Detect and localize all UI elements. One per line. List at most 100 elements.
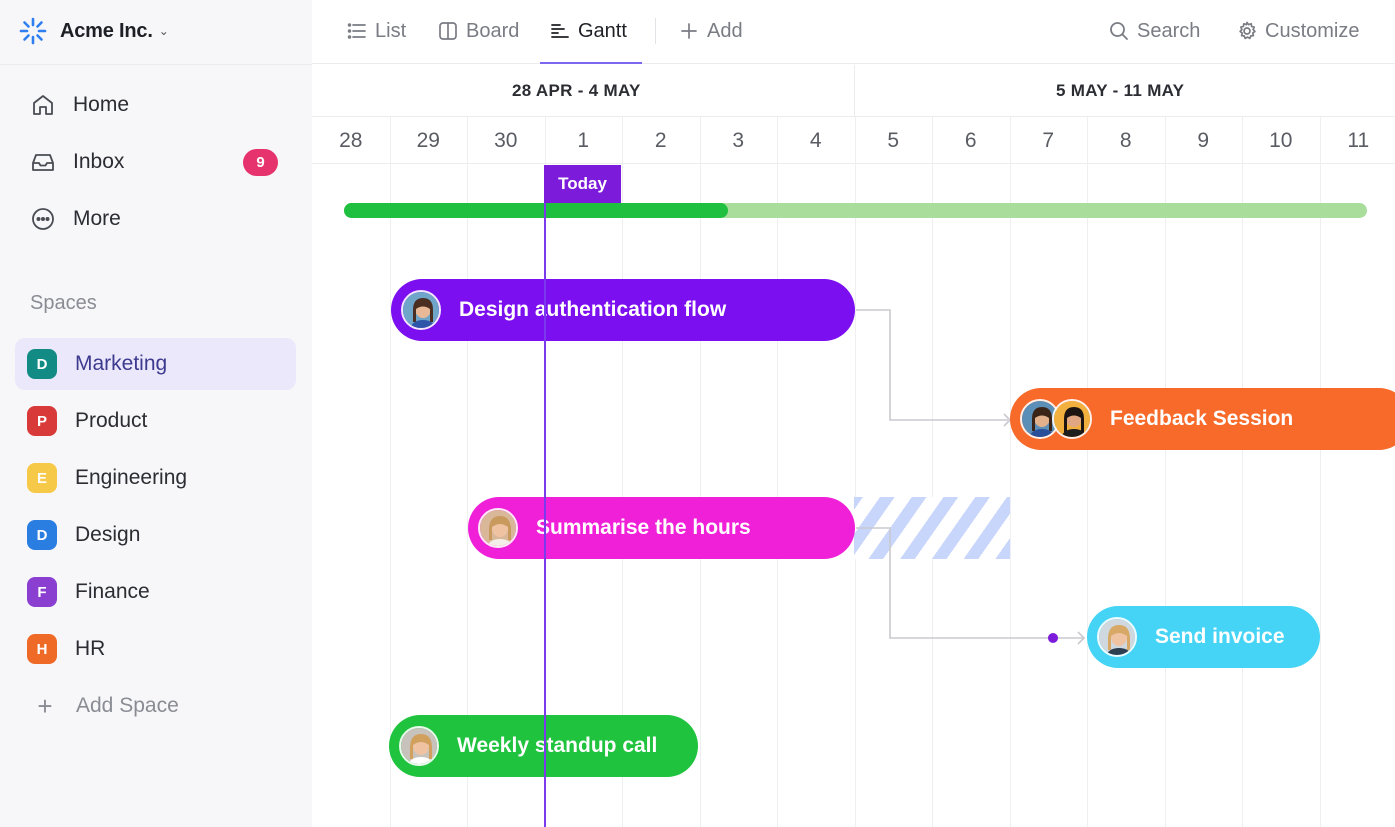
assignees [478,508,518,548]
avatar [401,290,441,330]
tab-separator [655,18,656,44]
space-label: Product [75,409,148,432]
avatar [1097,617,1137,657]
task-label: Weekly standup call [457,734,658,757]
add-space-button[interactable]: + Add Space [30,688,179,724]
day-grid-line [1319,117,1321,827]
avatar [1020,399,1060,439]
spaces-heading: Spaces [30,292,97,314]
home-icon [33,95,53,115]
day-cell: 10 [1269,128,1293,152]
task-bar[interactable]: Feedback Session [1010,388,1395,450]
day-grid-line [467,117,468,827]
day-cell: 30 [494,128,518,152]
space-item-finance[interactable]: F Finance [15,566,296,618]
search-label: Search [1137,19,1201,42]
day-cell: 8 [1119,128,1132,152]
sidebar-divider [0,64,312,65]
tab-board[interactable]: Board [437,16,519,46]
day-cell: 3 [732,128,745,152]
space-avatar: D [27,520,57,550]
task-bar[interactable]: Design authentication flow [391,279,855,341]
day-grid-line [932,117,933,827]
day-cell: 2 [654,128,667,152]
space-avatar: P [27,406,57,436]
add-view-label: Add [707,19,743,42]
nav-home-label: Home [73,93,130,116]
tab-gantt[interactable]: Gantt [549,16,627,46]
task-bar[interactable]: Send invoice [1087,606,1320,668]
assignees [1097,617,1137,657]
progress-fill [344,203,728,218]
day-grid-line [622,117,623,827]
space-avatar: H [27,634,57,664]
customize-button[interactable]: Customize [1236,16,1359,46]
space-label: Design [75,523,141,546]
dependency-dot [1048,633,1058,643]
day-cell: 1 [577,128,590,152]
space-item-marketing[interactable]: D Marketing [15,338,296,390]
tab-list[interactable]: List [346,16,406,46]
week-header: 28 APR - 4 MAY 5 MAY - 11 MAY [312,65,1395,117]
inbox-icon [32,154,54,171]
add-space-label: Add Space [76,694,179,717]
chevron-down-icon: ⌄ [158,24,169,38]
space-avatar: D [27,349,57,379]
gear-icon [1239,21,1256,40]
assignees [1020,399,1092,439]
space-item-hr[interactable]: H HR [15,623,296,675]
sidebar: Acme Inc. ⌄ Home Inbox 9 More Spaces D M… [0,0,312,827]
task-label: Summarise the hours [536,516,751,539]
task-bar[interactable]: Weekly standup call [389,715,698,777]
assignees [399,726,439,766]
space-label: Finance [75,580,150,603]
today-marker-line [544,165,546,827]
tab-gantt-label: Gantt [578,19,627,42]
task-bar[interactable]: Summarise the hours [468,497,855,559]
day-cell: 11 [1347,128,1370,152]
nav-inbox[interactable]: Inbox [30,144,124,180]
week-label: 28 APR - 4 MAY [512,81,641,100]
nav-inbox-label: Inbox [73,150,125,173]
day-grid-line [1087,117,1088,827]
search-button[interactable]: Search [1108,16,1200,46]
workspace-switcher[interactable]: Acme Inc. ⌄ [18,14,169,48]
week-label: 5 MAY - 11 MAY [1056,81,1185,100]
active-tab-indicator [540,62,642,64]
day-grid-line [777,117,778,827]
space-item-engineering[interactable]: E Engineering [15,452,296,504]
day-grid-line [1164,117,1166,827]
day-cell: 9 [1197,128,1210,152]
day-cell: 6 [964,128,977,152]
nav-more[interactable]: More [30,201,121,237]
day-cell: 7 [1042,128,1055,152]
dependency-line [856,527,1084,639]
task-label: Send invoice [1155,625,1285,648]
dependency-line [856,309,1008,421]
day-grid-line [854,117,856,827]
nav-more-label: More [73,207,121,230]
avatar [478,508,518,548]
day-cell: 4 [809,128,822,152]
more-icon [32,208,54,230]
add-view-button[interactable]: Add [678,16,743,46]
overall-progress-bar [344,203,1367,218]
tab-board-label: Board [466,19,520,42]
board-icon [439,22,457,40]
day-cell: 29 [416,128,440,152]
task-label: Feedback Session [1110,407,1294,430]
space-label: Engineering [75,466,188,489]
day-grid-line [1009,117,1011,827]
space-label: Marketing [75,352,168,375]
space-item-product[interactable]: P Product [15,395,296,447]
nav-home[interactable]: Home [30,87,129,123]
workspace-logo-icon [19,17,47,45]
space-avatar: F [27,577,57,607]
plus-icon: + [37,690,53,721]
space-item-design[interactable]: D Design [15,509,296,561]
day-grid-line [389,117,391,827]
task-label: Design authentication flow [459,298,727,321]
customize-label: Customize [1265,19,1360,42]
